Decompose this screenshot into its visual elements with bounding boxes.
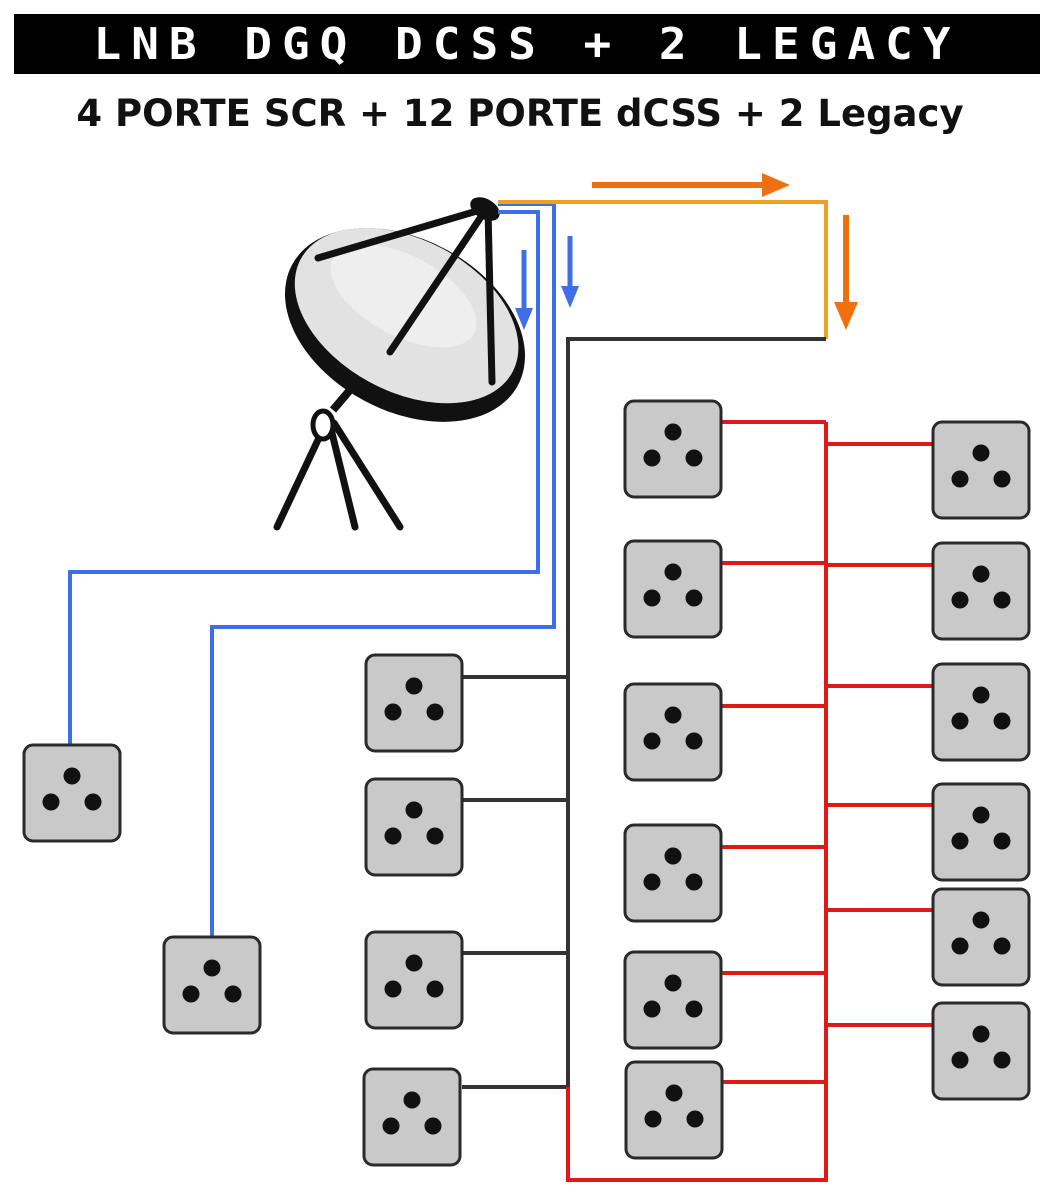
orange-flow-arrow-right bbox=[592, 173, 790, 197]
dcss-outlet-8 bbox=[931, 541, 1031, 641]
dcss-outlet-2 bbox=[623, 539, 723, 639]
dcss-outlet-9 bbox=[931, 662, 1031, 762]
dcss-outlet-6 bbox=[624, 1060, 724, 1160]
dcss-main-cable bbox=[498, 200, 828, 339]
legacy-outlet-1 bbox=[22, 743, 122, 843]
dcss-outlet-4 bbox=[623, 823, 723, 923]
scr-outlet-2 bbox=[364, 777, 464, 877]
dcss-outlet-11 bbox=[931, 887, 1031, 987]
scr-outlet-1 bbox=[364, 653, 464, 753]
legacy-outlet-2 bbox=[162, 935, 262, 1035]
dcss-outlet-5 bbox=[623, 950, 723, 1050]
dcss-outlet-10 bbox=[931, 782, 1031, 882]
dcss-trunk-cable bbox=[462, 337, 826, 1089]
blue-flow-arrow-down-2 bbox=[561, 236, 579, 308]
blue-flow-arrow-down-1 bbox=[515, 250, 533, 330]
dcss-outlet-3 bbox=[623, 682, 723, 782]
subtitle: 4 PORTE SCR + 12 PORTE dCSS + 2 Legacy bbox=[76, 92, 964, 135]
dcss-outlet-1 bbox=[623, 399, 723, 499]
orange-flow-arrow-down bbox=[834, 215, 858, 330]
dcss-outlet-7 bbox=[931, 420, 1031, 520]
scr-outlet-4 bbox=[362, 1067, 462, 1167]
satellite-dish-icon bbox=[273, 197, 526, 531]
legacy-cable-1 bbox=[68, 210, 540, 745]
scr-outlet-3 bbox=[364, 930, 464, 1030]
dcss-branch-cables bbox=[566, 420, 932, 1182]
dcss-outlet-12 bbox=[931, 1001, 1031, 1101]
banner-title: LNB DGQ DCSS + 2 LEGACY bbox=[93, 18, 961, 70]
title-banner: LNB DGQ DCSS + 2 LEGACY bbox=[14, 14, 1040, 74]
